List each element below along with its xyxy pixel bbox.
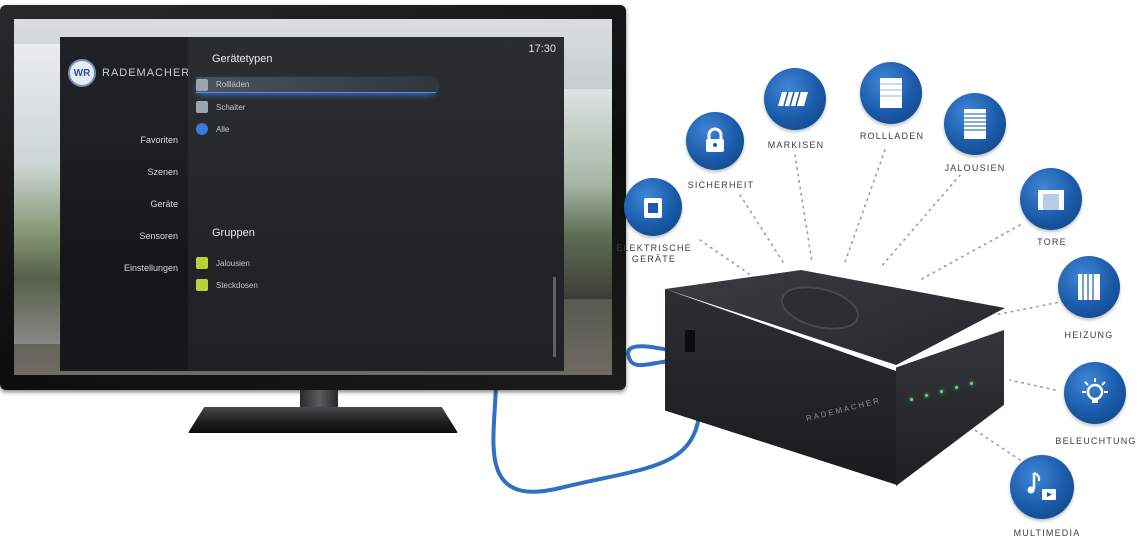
list-item-label: Schalter [216, 102, 246, 112]
label-heizung: HEIZUNG [1064, 330, 1114, 340]
label-sicherheit: SICHERHEIT [687, 180, 755, 190]
list-item-steckdosen[interactable]: Steckdosen [196, 277, 436, 293]
clock: 17:30 [528, 43, 556, 55]
feature-tore [1020, 168, 1082, 230]
led-3-icon [940, 390, 943, 393]
list-item-label: Rollläden [216, 80, 250, 89]
label-jalousien: JALOUSIEN [944, 163, 1006, 173]
switch-icon [196, 101, 208, 113]
label-rollladen: ROLLLADEN [859, 131, 925, 141]
all-icon [196, 123, 208, 135]
list-item-alle[interactable]: Alle [196, 121, 436, 137]
tv-screen: WR RADEMACHER Favoriten Szenen Geräte Se… [14, 19, 612, 375]
feature-sicherheit [686, 112, 744, 170]
sidebar: WR RADEMACHER Favoriten Szenen Geräte Se… [60, 37, 190, 371]
feature-markisen [764, 68, 826, 130]
window-right [564, 89, 612, 299]
label-markisen: MARKISEN [767, 140, 825, 150]
label-multimedia: MULTIMEDIA [1013, 528, 1081, 538]
led-1-icon [910, 398, 913, 401]
label-tore: TORE [1037, 237, 1067, 247]
window-left [14, 44, 62, 344]
feature-beleuchtung [1064, 362, 1126, 424]
group-icon [196, 257, 208, 269]
groups-title: Gruppen [212, 227, 255, 239]
sidebar-item-favoriten[interactable]: Favoriten [140, 135, 178, 145]
list-item-label: Steckdosen [216, 280, 258, 290]
label-beleuchtung: BELEUCHTUNG [1055, 436, 1137, 446]
blind-icon [196, 78, 208, 91]
radiator-icon [1078, 274, 1100, 300]
led-4-icon [955, 386, 958, 389]
electric-device-icon [644, 198, 662, 218]
feature-jalousien [944, 93, 1006, 155]
sidebar-item-einstellungen[interactable]: Einstellungen [123, 263, 178, 273]
led-2-icon [925, 394, 928, 397]
blinds-icon [964, 109, 986, 139]
sidebar-item-geraete[interactable]: Geräte [150, 199, 178, 209]
television: WR RADEMACHER Favoriten Szenen Geräte Se… [0, 5, 626, 390]
logo-mark: WR [68, 59, 96, 87]
lock-icon [706, 127, 724, 152]
list-item-schalter[interactable]: Schalter [196, 99, 436, 115]
logo-text: RADEMACHER [102, 67, 191, 79]
roller-shutter-icon [880, 78, 902, 108]
group-icon [196, 279, 208, 291]
sidebar-item-sensoren[interactable]: Sensoren [139, 231, 178, 241]
tv-stand-base [188, 407, 458, 433]
feature-multimedia [1010, 455, 1074, 519]
scrollbar[interactable] [553, 277, 556, 357]
list-item-rolllaeden[interactable]: Rollläden [196, 77, 436, 93]
list-item-label: Jalousien [216, 258, 250, 268]
garage-door-icon [1038, 190, 1064, 210]
led-5-icon [970, 382, 973, 385]
feature-heizung [1058, 256, 1120, 318]
feature-elektrische-geraete [624, 178, 682, 236]
label-elektrische-geraete: ELEKTRISCHE GERÄTE [616, 243, 692, 264]
light-bulb-icon [1082, 378, 1108, 403]
music-tv-icon [1027, 472, 1056, 500]
list-item-jalousien[interactable]: Jalousien [196, 255, 436, 271]
main-content: 17:30 Gerätetypen Rollläden Schalter All… [188, 37, 564, 371]
awning-icon [778, 91, 808, 107]
rademacher-logo: WR RADEMACHER [68, 59, 190, 87]
sidebar-item-szenen[interactable]: Szenen [147, 167, 178, 177]
hub-port [685, 330, 695, 352]
feature-rollladen [860, 62, 922, 124]
list-item-label: Alle [216, 124, 230, 134]
device-types-title: Gerätetypen [212, 53, 273, 65]
smart-home-app: WR RADEMACHER Favoriten Szenen Geräte Se… [60, 37, 564, 371]
